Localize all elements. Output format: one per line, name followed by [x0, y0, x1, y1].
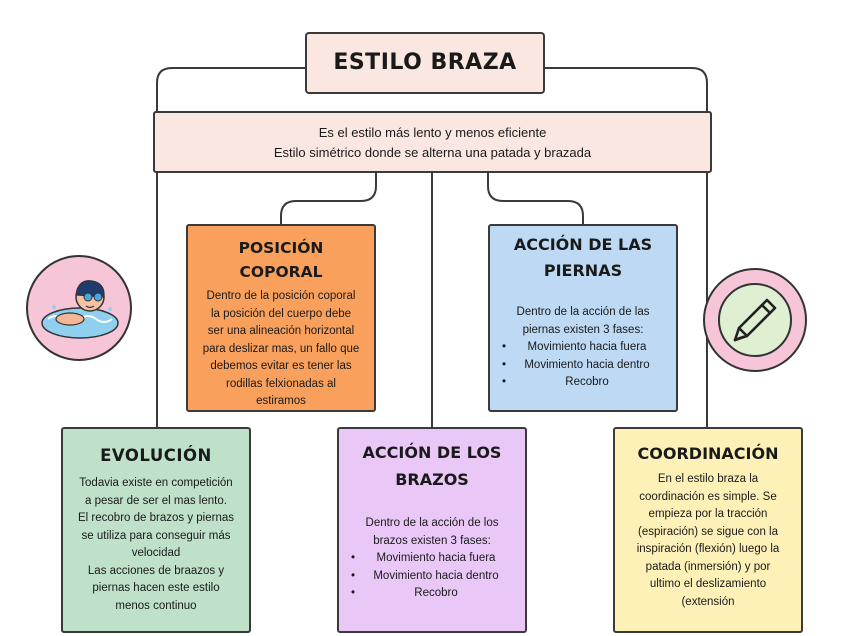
evolucion-title: EVOLUCIÓN — [100, 446, 212, 465]
coordinacion-text: En el estilo braza la coordinación es si… — [636, 473, 780, 608]
posicion-box: POSICIÓN COPORAL Dentro de la posición c… — [186, 224, 376, 412]
list-item: Movimiento hacia dentro — [351, 568, 517, 586]
evolucion-text-1: Todavia existe en competición a pesar de… — [79, 477, 233, 507]
pencil-icon — [718, 283, 792, 357]
posicion-title: POSICIÓN COPORAL — [238, 239, 324, 281]
list-item: Movimiento hacia fuera — [502, 339, 668, 357]
title-box: ESTILO BRAZA — [305, 32, 545, 94]
list-item: Movimiento hacia fuera — [351, 550, 517, 568]
page-title: ESTILO BRAZA — [333, 50, 517, 75]
intro-box: Es el estilo más lento y menos eficiente… — [153, 111, 712, 173]
pencil-badge — [703, 268, 807, 372]
brazos-intro: Dentro de la acción de los brazos existe… — [365, 517, 499, 547]
evolucion-box: EVOLUCIÓN Todavia existe en competición … — [61, 427, 251, 633]
brazos-box: ACCIÓN DE LOS BRAZOS Dentro de la acción… — [337, 427, 527, 633]
piernas-title-1: ACCIÓN DE LAS — [513, 235, 653, 254]
intro-line-1: Es el estilo más lento y menos eficiente — [318, 125, 547, 140]
evolucion-text-3: Las acciones de braazos y piernas hacen … — [87, 564, 225, 612]
swimmer-badge — [26, 255, 132, 361]
coordinacion-title: COORDINACIÓN — [637, 444, 779, 463]
coordinacion-box: COORDINACIÓN En el estilo braza la coord… — [613, 427, 803, 633]
brazos-list: Movimiento hacia fuera Movimiento hacia … — [347, 550, 517, 603]
list-item: Recobro — [351, 585, 517, 603]
posicion-text: Dentro de la posición coporal la posició… — [202, 290, 360, 407]
piernas-title-2: PIERNAS — [543, 261, 623, 280]
piernas-box: ACCIÓN DE LAS PIERNAS Dentro de la acció… — [488, 224, 678, 412]
swimmer-icon — [41, 280, 119, 339]
piernas-list: Movimiento hacia fuera Movimiento hacia … — [498, 339, 668, 392]
piernas-intro: Dentro de la acción de las piernas exist… — [516, 306, 650, 336]
brazos-title-2: BRAZOS — [395, 470, 469, 489]
list-item: Movimiento hacia dentro — [502, 357, 668, 375]
intro-line-2: Estilo simétrico donde se alterna una pa… — [273, 145, 592, 160]
list-item: Recobro — [502, 374, 668, 392]
brazos-title-1: ACCIÓN DE LOS — [362, 443, 502, 462]
evolucion-text-2: El recobro de brazos y piernas se utiliz… — [78, 512, 234, 559]
